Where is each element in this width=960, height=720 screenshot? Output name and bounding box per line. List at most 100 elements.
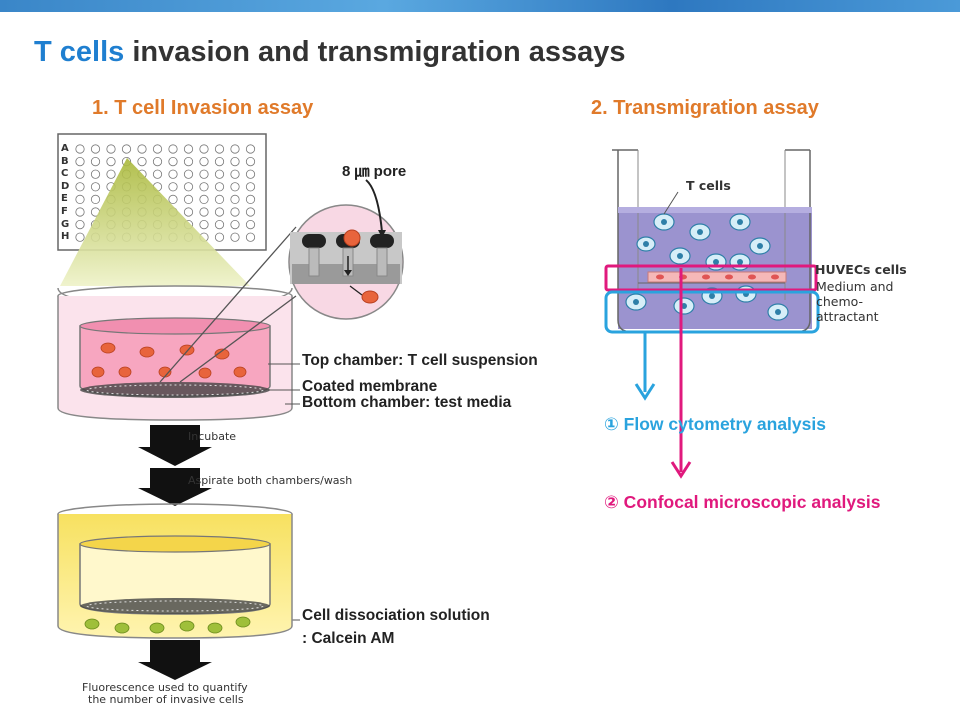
plate-well	[214, 207, 225, 217]
pore-label: 8 ㎛ pore	[342, 163, 407, 180]
light-cone	[60, 158, 250, 286]
plate-well	[75, 157, 85, 167]
huvecs-label: HUVECs cells	[815, 262, 907, 277]
plate-row-label: F	[61, 206, 68, 217]
process-arrows	[138, 425, 212, 680]
plate-well	[199, 144, 209, 154]
fluorescence-label-line1: Fluorescence used to quantify	[82, 681, 248, 694]
page-title: T cells invasion and transmigration assa…	[34, 36, 626, 69]
plate-row-label: C	[61, 168, 69, 180]
header-band	[0, 0, 960, 12]
bottom-chamber-label: Bottom chamber: test media	[302, 394, 512, 411]
plate-well	[75, 220, 85, 230]
aspirate-label: Aspirate both chambers/wash	[188, 474, 353, 487]
plate-well	[199, 169, 209, 179]
plate-well	[152, 169, 163, 179]
plate-well	[183, 144, 194, 154]
plate-well	[214, 194, 225, 204]
medium-label-line2: chemo-	[816, 294, 864, 309]
plate-well	[75, 144, 85, 154]
lower-chamber-highlight-box	[604, 290, 820, 334]
plate-well	[183, 157, 194, 167]
plate-row-label: E	[61, 193, 68, 205]
plate-well	[245, 232, 256, 242]
flow-cytometry-label: ① Flow cytometry analysis	[604, 414, 826, 434]
plate-well	[75, 207, 85, 217]
plate-well	[183, 169, 194, 179]
plate-well	[199, 207, 209, 217]
plate-well	[106, 157, 116, 167]
plate-well	[199, 157, 209, 167]
plate-well	[214, 144, 225, 154]
plate-well	[245, 194, 256, 204]
plate-well	[199, 182, 209, 192]
plate-well	[245, 220, 256, 230]
tcells-label: T cells	[686, 178, 731, 193]
plate-row-label: H	[61, 231, 70, 243]
plate-well	[230, 182, 240, 192]
plate-well	[245, 207, 256, 217]
title-highlight: T cells	[34, 36, 125, 68]
plate-well	[121, 144, 132, 154]
plate-well	[214, 169, 225, 179]
plate-well	[90, 182, 101, 192]
plate-well	[199, 220, 209, 230]
plate-well	[214, 182, 225, 192]
plate-well	[168, 194, 178, 204]
plate-well	[75, 169, 85, 179]
section-invasion-title: 1. T cell Invasion assay	[92, 97, 314, 119]
dissociation-label-line1: Cell dissociation solution	[302, 607, 490, 624]
plate-well	[90, 169, 101, 179]
plate-well	[230, 220, 240, 230]
medium-label-line1: Medium and	[816, 279, 894, 294]
medium-label-line3: attractant	[816, 309, 879, 324]
plate-well	[245, 144, 256, 154]
plate-well	[75, 232, 85, 242]
plate-row-label: D	[61, 180, 70, 192]
invasion-beaker	[57, 285, 293, 421]
plate-well	[230, 232, 240, 242]
plate-well	[183, 182, 194, 192]
plate-well	[106, 144, 116, 154]
top-chamber-label: Top chamber: T cell suspension	[302, 352, 538, 369]
plate-well	[152, 144, 163, 154]
fluorescence-label-line2: the number of invasive cells	[88, 693, 244, 706]
confocal-label: ② Confocal microscopic analysis	[604, 492, 881, 512]
transwell	[612, 149, 812, 333]
plate-well	[183, 207, 194, 217]
incubate-label: Incubate	[188, 430, 237, 443]
section-transmigration-title: 2. Transmigration assay	[591, 97, 819, 119]
plate-row-label: B	[61, 155, 69, 167]
plate-row-label: A	[61, 143, 69, 154]
plate-well	[214, 157, 225, 167]
coated-membrane-label: Coated membrane	[302, 378, 438, 395]
title-rest: invasion and transmigration assays	[124, 36, 626, 68]
plate-well	[168, 144, 178, 154]
plate-row-label: G	[61, 218, 70, 230]
plate-well	[230, 144, 240, 154]
flow-arrow	[634, 332, 656, 401]
plate-well	[75, 182, 85, 192]
huvec-highlight-box	[604, 264, 818, 292]
plate-well	[152, 157, 163, 167]
plate-well	[90, 157, 101, 167]
plate-well	[245, 169, 256, 179]
plate-well	[230, 207, 240, 217]
plate-well	[230, 157, 240, 167]
pore-magnification	[288, 179, 404, 320]
plate-well	[137, 157, 147, 167]
plate-well	[106, 169, 116, 179]
dissociation-label-line2: : Calcein AM	[302, 630, 395, 647]
plate-well	[90, 144, 101, 154]
plate-well	[75, 194, 85, 204]
plate-well	[245, 157, 256, 167]
plate-well	[168, 169, 178, 179]
plate-well	[230, 194, 240, 204]
plate-well	[183, 194, 194, 204]
plate-well	[199, 194, 209, 204]
plate-well	[168, 157, 178, 167]
plate-well	[230, 169, 240, 179]
plate-well	[214, 232, 225, 242]
plate-well	[245, 182, 256, 192]
